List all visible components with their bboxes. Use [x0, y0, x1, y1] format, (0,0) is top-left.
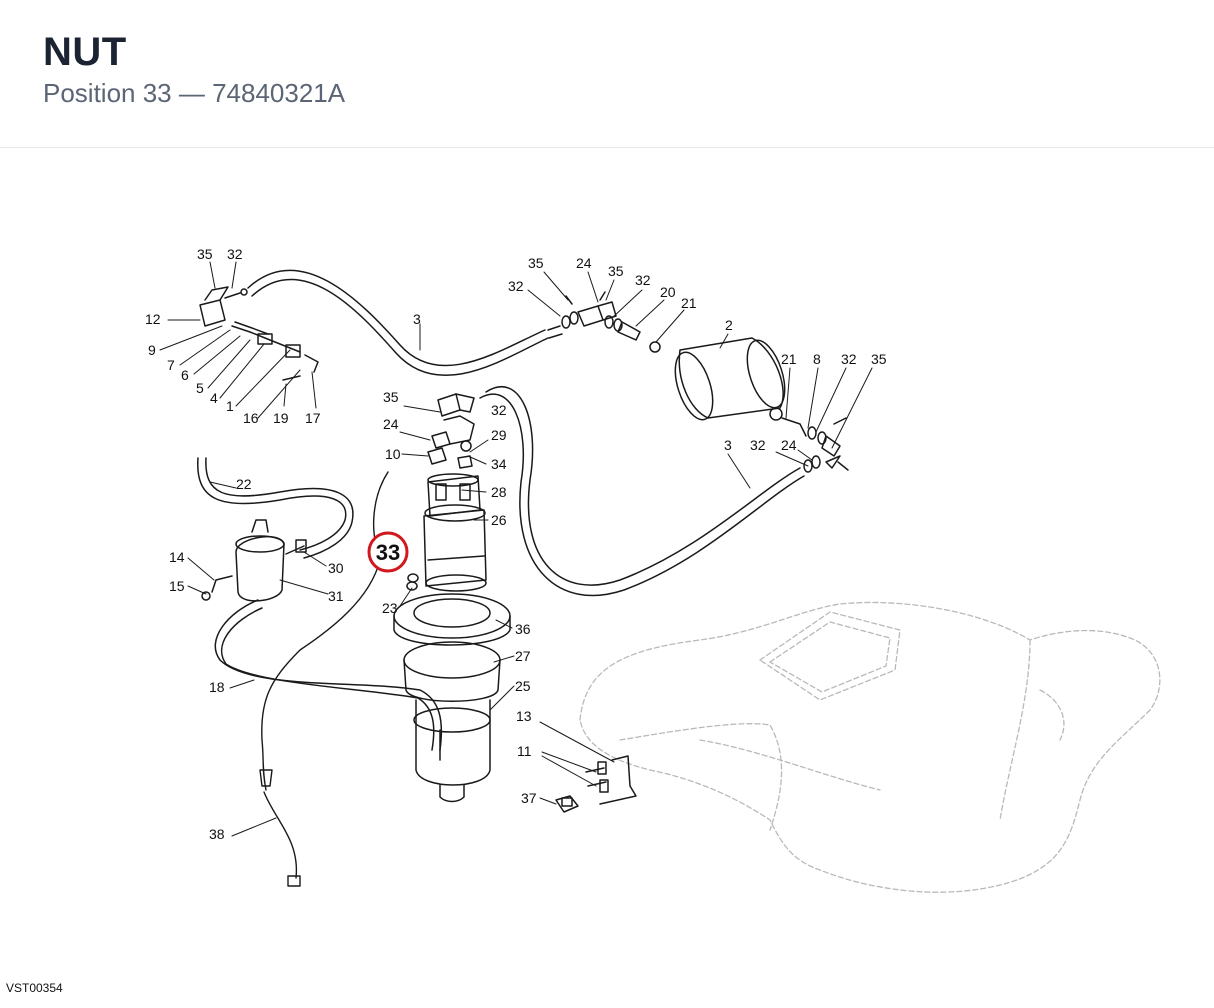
- hose-3-top: [247, 269, 563, 376]
- callout-label: 24: [781, 437, 797, 453]
- highlight-label: 33: [376, 540, 400, 565]
- hose-18: [214, 599, 443, 751]
- callout-label: 36: [515, 621, 531, 637]
- fuel-filter-31: [201, 519, 307, 602]
- callout-label: 35: [608, 263, 624, 279]
- hose-22: [197, 457, 354, 559]
- diagram-reference-code: VST00354: [6, 981, 63, 995]
- callout-label: 28: [491, 484, 507, 500]
- callout-label: 2: [725, 317, 733, 333]
- callout-label: 34: [491, 456, 507, 472]
- callout-label: 30: [328, 560, 344, 576]
- highlight-position-33[interactable]: 33: [367, 531, 409, 573]
- callout-label: 35: [197, 246, 213, 262]
- callout-label: 13: [516, 708, 532, 724]
- callout-label: 3: [413, 311, 421, 327]
- hose-3-right: [479, 385, 821, 597]
- page-title: NUT: [43, 30, 127, 74]
- grommet-37: [555, 795, 579, 813]
- callout-label: 17: [305, 410, 321, 426]
- callout-label: 12: [145, 311, 161, 327]
- fuel-tank-drawing: [579, 601, 1161, 893]
- callout-label: 32: [750, 437, 766, 453]
- callout-label: 25: [515, 678, 531, 694]
- callout-label: 35: [871, 351, 887, 367]
- callout-label: 35: [383, 389, 399, 405]
- fittings-top-middle: [561, 291, 661, 353]
- callout-label: 27: [515, 648, 531, 664]
- callout-label: 21: [681, 295, 697, 311]
- callout-label: 9: [148, 342, 156, 358]
- callout-label: 32: [227, 246, 243, 262]
- exploded-parts-diagram: 33 35 32 12 9 7 6 5 4 1 16 19 17 3 35 24…: [0, 148, 1214, 1003]
- leader-lines: [159, 261, 873, 837]
- callout-label: 18: [209, 679, 225, 695]
- callout-label: 32: [508, 278, 524, 294]
- callout-labels: 35 32 12 9 7 6 5 4 1 16 19 17 3 35 24 35…: [145, 246, 887, 842]
- callout-label: 16: [243, 410, 259, 426]
- callout-label: 32: [841, 351, 857, 367]
- callout-label: 5: [196, 380, 204, 396]
- bracket-13: [585, 755, 637, 805]
- callout-label: 32: [491, 402, 507, 418]
- part-position-subtitle: Position 33 — 74840321A: [43, 78, 346, 108]
- callout-label: 24: [383, 416, 399, 432]
- callout-label: 32: [635, 272, 651, 288]
- callout-label: 1: [226, 398, 234, 414]
- fuel-filter-2: [674, 337, 849, 471]
- callout-label: 29: [491, 427, 507, 443]
- callout-label: 6: [181, 367, 189, 383]
- page-header: NUT Position 33 — 74840321A: [0, 0, 1214, 148]
- connector-assembly-topleft: [199, 286, 319, 381]
- callout-label: 15: [169, 578, 185, 594]
- callout-label: 21: [781, 351, 797, 367]
- fuel-pump-26: [423, 473, 487, 592]
- callout-label: 37: [521, 790, 537, 806]
- callout-label: 22: [236, 476, 252, 492]
- flange-ring-36: [393, 593, 511, 646]
- nuts-23: [406, 573, 419, 591]
- callout-label: 11: [517, 743, 532, 759]
- callout-label: 10: [385, 446, 401, 462]
- callout-label: 8: [813, 351, 821, 367]
- callout-label: 26: [491, 512, 507, 528]
- callout-label: 19: [273, 410, 289, 426]
- callout-label: 7: [167, 357, 175, 373]
- callout-label: 24: [576, 255, 592, 271]
- callout-label: 14: [169, 549, 185, 565]
- callout-label: 4: [210, 390, 218, 406]
- diagram-svg: 33 35 32 12 9 7 6 5 4 1 16 19 17 3 35 24…: [145, 246, 1161, 893]
- canister-27-25: [403, 641, 501, 803]
- harness-38: [259, 471, 389, 887]
- callout-label: 20: [660, 284, 676, 300]
- callout-label: 23: [382, 600, 398, 616]
- callout-label: 38: [209, 826, 225, 842]
- callout-label: 35: [528, 255, 544, 271]
- pump-top-fittings: [427, 393, 475, 469]
- callout-label: 31: [328, 588, 344, 604]
- callout-label: 3: [724, 437, 732, 453]
